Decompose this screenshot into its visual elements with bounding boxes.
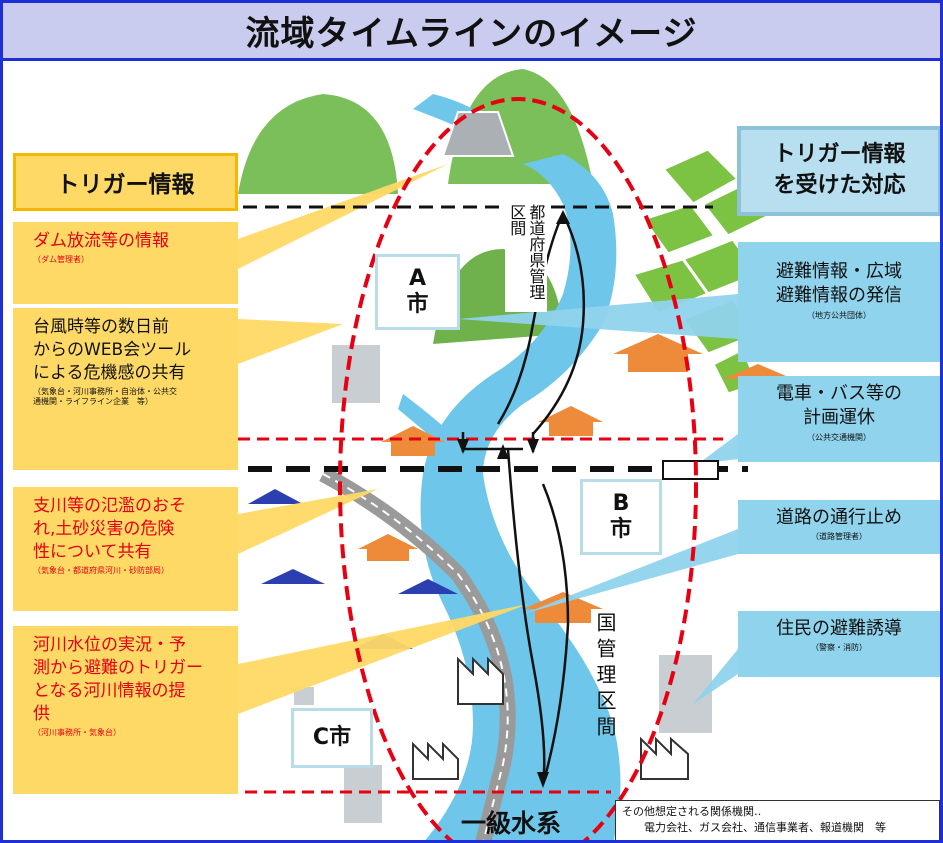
- page-title: 流域タイムラインのイメージ: [245, 14, 698, 54]
- right-item-line: 住民の避難誘導: [776, 618, 902, 639]
- left-item-line: 測から避難のトリガー: [33, 657, 203, 678]
- left-item-sub: （ダム管理者）: [33, 254, 89, 264]
- left-item-sub: （気象台・都道府県河川・砂防部局）: [33, 565, 169, 575]
- city-a-label: A 市: [375, 254, 460, 330]
- national-section-label: 国管理区間: [593, 612, 617, 742]
- right-item-line: 電車・バス等の: [776, 383, 902, 404]
- right-item-line: 道路の通行止め: [776, 507, 902, 528]
- arrow-heads: [457, 210, 570, 788]
- response-header-line1: トリガー情報: [773, 142, 906, 168]
- left-item-tributary: 支川等の氾濫のおそ れ,土砂災害の危険 性について共有 （気象台・都道府県河川・…: [13, 487, 238, 611]
- section-arrows: [461, 213, 586, 785]
- dam-icon: [441, 111, 515, 157]
- right-item-sub: （公共交通機関）: [807, 432, 871, 442]
- left-item-river-level: 河川水位の実況・予 測から避難のトリガー となる河川情報の提 供 （河川事務所・…: [13, 626, 238, 794]
- note-box: その他想定される関係機関‥ 電力会社、ガス会社、通信事業者、報道機関 等: [615, 800, 940, 840]
- left-item-line: からのWEB会ツール: [33, 339, 192, 360]
- right-item-sub: （警察・消防）: [811, 643, 867, 653]
- left-item-line: 支川等の氾濫のおそ: [33, 496, 186, 516]
- right-item-transport: 電車・バス等の 計画運休 （公共交通機関）: [738, 376, 940, 462]
- left-item-line: ダム放流等の情報: [33, 231, 169, 251]
- river-system-label: 一級水系: [461, 809, 562, 838]
- trigger-info-header: トリガー情報: [13, 153, 238, 211]
- title-bar: 流域タイムラインのイメージ: [3, 3, 940, 61]
- right-item-sub: （地方公共団体）: [807, 310, 871, 320]
- response-header-line2: を受けた対応: [773, 173, 906, 198]
- note-line1: その他想定される関係機関‥: [622, 805, 762, 818]
- right-item-line: 計画運休: [803, 407, 875, 429]
- left-item-line: 河川水位の実況・予: [33, 635, 186, 655]
- left-item-dam: ダム放流等の情報 （ダム管理者）: [13, 222, 238, 304]
- left-item-line: による危機感の共有: [33, 362, 186, 383]
- left-item-line: 台風時等の数日前: [33, 317, 169, 337]
- basin-ellipse: [338, 97, 698, 840]
- right-item-sub: （道路管理者）: [811, 532, 867, 542]
- houses-orange: [358, 334, 793, 623]
- right-item-road-closure: 道路の通行止め （道路管理者）: [738, 500, 940, 554]
- left-item-sub: （気象台・河川事務所・自治体・公共交: [33, 386, 177, 396]
- bridge-box: [662, 460, 719, 480]
- note-line2: 電力会社、ガス会社、通信事業者、報道機関 等: [644, 820, 886, 834]
- left-item-sub: 通機関・ライフライン企業 等）: [33, 396, 153, 406]
- left-item-line: 供: [33, 703, 50, 724]
- left-item-web-meeting: 台風時等の数日前 からのWEB会ツール による危機感の共有 （気象台・河川事務所…: [13, 308, 238, 470]
- right-item-line: 避難情報・広域: [776, 261, 902, 282]
- right-item-resident-guidance: 住民の避難誘導 （警察・消防）: [738, 611, 940, 677]
- city-b-label: B 市: [580, 479, 662, 555]
- pointers-right: [458, 294, 738, 704]
- left-item-line: となる河川情報の提: [33, 680, 186, 701]
- left-item-line: 性について共有: [33, 541, 152, 562]
- basin-scene: トリガー情報 トリガー情報 を受けた対応 ダム放流等の情報 （ダム管理者） 台風…: [3, 64, 940, 840]
- left-item-sub: （河川事務所・気象台）: [33, 727, 121, 737]
- river-branch: [398, 394, 473, 464]
- pointers-left: [238, 164, 528, 714]
- right-item-line: 避難情報の発信: [776, 285, 902, 307]
- factories: [412, 656, 689, 780]
- hill-left: [238, 94, 398, 194]
- right-item-evacuation-info: 避難情報・広域 避難情報の発信 （地方公共団体）: [738, 242, 940, 362]
- left-item-line: れ,土砂災害の危険: [33, 518, 175, 539]
- city-c-label: C市: [291, 708, 373, 768]
- response-header: トリガー情報 を受けた対応: [737, 126, 940, 216]
- pref-section-label: 都道府県管理区間: [505, 202, 548, 312]
